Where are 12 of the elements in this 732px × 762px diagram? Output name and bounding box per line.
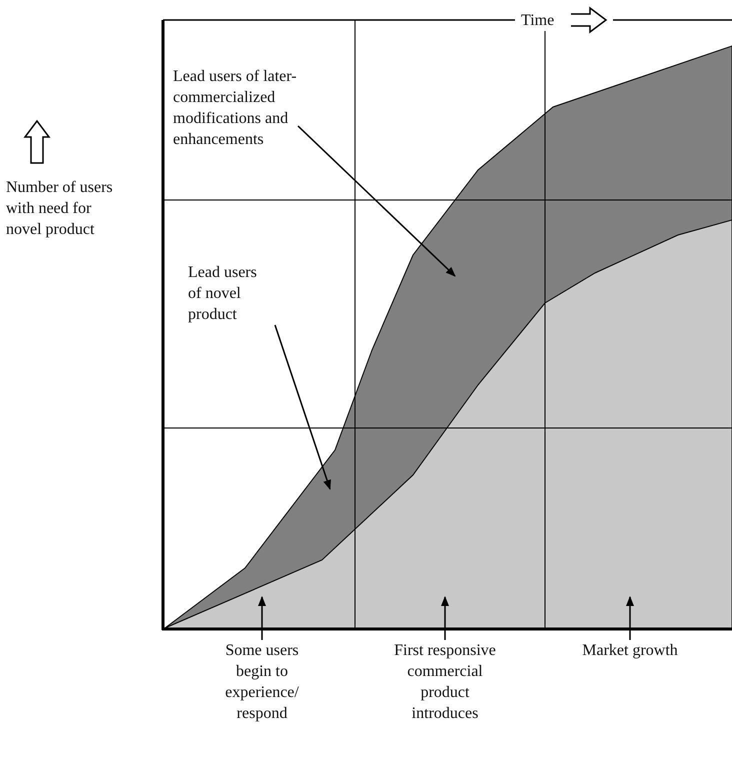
- arrow: [626, 596, 634, 640]
- arrow: [274, 324, 331, 490]
- callout-text: Lead users of later-commercialized modifications and enhancements: [173, 66, 343, 150]
- arrow: [441, 596, 449, 640]
- callout-text: Market growth: [565, 640, 695, 661]
- arrow: [258, 596, 266, 640]
- callout-text: Some users begin to experience/ respond: [212, 640, 312, 724]
- arrow: [297, 125, 456, 277]
- callout-text: First responsive commercial product introduces: [390, 640, 500, 724]
- axis-label: Time: [521, 10, 571, 31]
- callout-text: Lead users of novel product: [188, 262, 270, 325]
- axis-label: Number of users with need for novel product: [6, 178, 114, 240]
